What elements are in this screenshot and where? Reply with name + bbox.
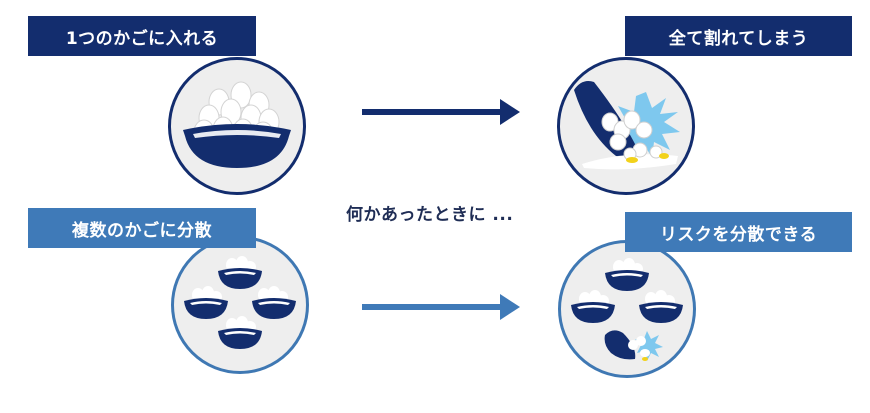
middle-caption: 何かあったときに ...	[346, 205, 514, 225]
all-broken-label: 全て割れてしまう	[625, 16, 852, 56]
top-arrow-icon	[362, 99, 520, 125]
bottom-arrow-icon	[362, 294, 520, 320]
risk-spread-label: リスクを分散できる	[625, 212, 852, 252]
multiple-baskets-label: 複数のかごに分散	[28, 208, 256, 248]
four-baskets-icon	[184, 256, 296, 349]
single-basket-circle	[168, 57, 306, 195]
single-basket-label: 1つのかごに入れる	[28, 16, 256, 56]
broken-eggs-icon	[574, 81, 680, 170]
risk-spread-icon	[571, 258, 683, 361]
single-basket-icon	[183, 81, 291, 168]
four-baskets-circle	[171, 236, 309, 374]
risk-spread-circle	[558, 240, 696, 378]
broken-eggs-circle	[557, 57, 695, 195]
